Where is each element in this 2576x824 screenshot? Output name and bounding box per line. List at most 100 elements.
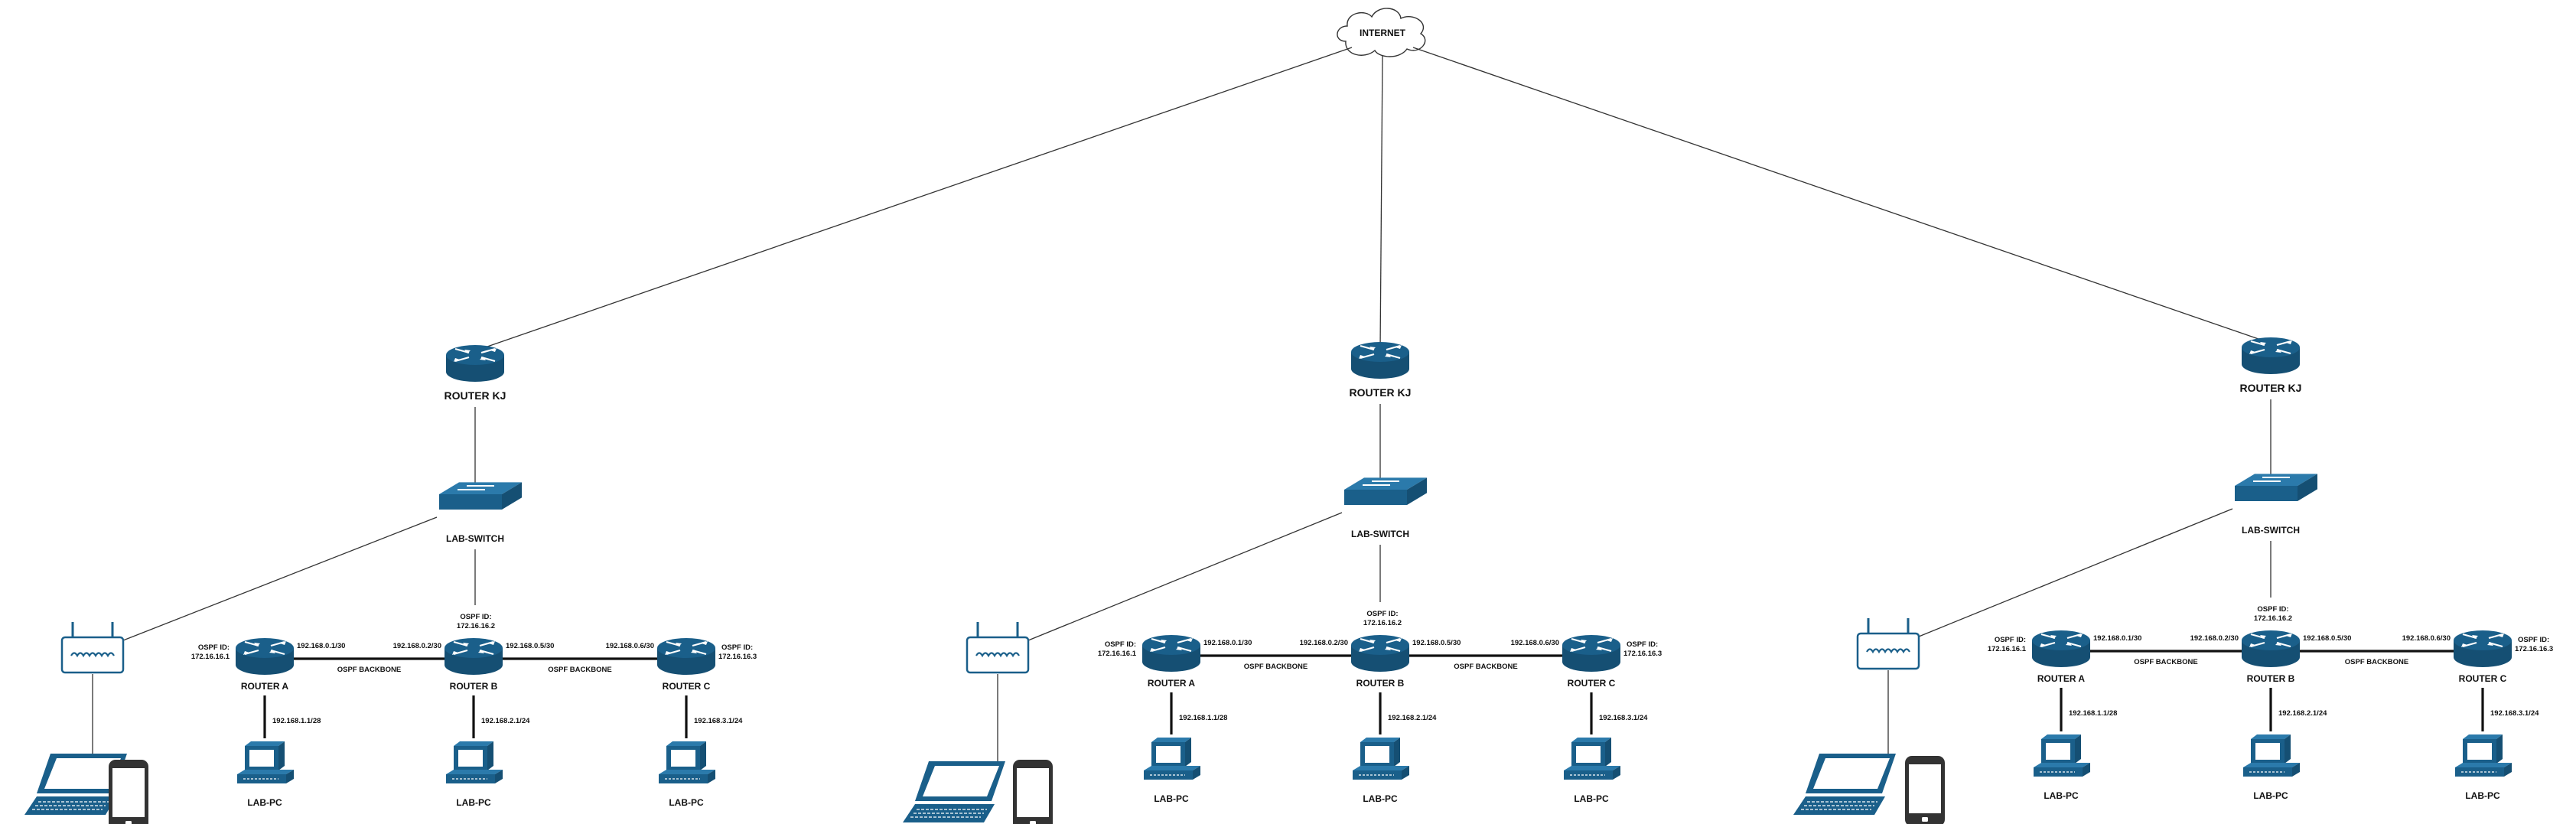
router-name-label: ROUTER A [1148,678,1196,689]
link-right-address: 192.168.0.2/30 [2190,634,2239,643]
switch-to-ap-link [1027,512,1343,641]
link-right-address: 192.168.0.6/30 [606,642,654,650]
laptop-icon [1793,754,1896,815]
router-icon [657,638,715,675]
lan-address-label: 192.168.2.1/24 [481,717,530,725]
router-c: ROUTER C OSPF ID:172.16.16.3 192.168.3.1/2… [657,638,757,808]
laptop-icon [24,754,127,815]
internet-to-router-kj-link [467,47,1353,354]
lab-pc-label: LAB-PC [247,797,282,808]
switch-icon [2235,474,2317,501]
internet-cloud: INTERNET [1337,8,1426,57]
smartphone-icon [1013,760,1053,824]
lab-switch-label: LAB-SWITCH [1351,529,1409,539]
ospf-id-value: 172.16.16.3 [718,653,757,661]
switch-icon [1344,477,1427,505]
router-icon [236,638,294,675]
link-left-address: 192.168.0.1/30 [2093,634,2141,643]
ospf-id-value: 172.16.16.3 [2515,645,2553,653]
link-left-address: 192.168.0.5/30 [506,642,554,650]
router-kj-label: ROUTER KJ [445,389,506,402]
lab-switch-label: LAB-SWITCH [2242,525,2300,536]
lan-address-label: 192.168.3.1/24 [694,717,743,725]
internet-to-router-kj-link [1379,54,1383,351]
desktop-pc-icon [237,741,294,783]
switch-icon [439,482,522,510]
lab-pc-label: LAB-PC [1363,793,1398,804]
link-right-address: 192.168.0.2/30 [1300,639,1348,647]
ospf-backbone-label: OSPF BACKBONE [1244,663,1308,671]
router-icon [1351,635,1409,672]
desktop-pc-icon [446,741,503,783]
lan-address-label: 192.168.3.1/24 [2490,709,2539,718]
ospf-id-label: OSPF ID: [2257,605,2288,614]
router-name-label: ROUTER A [2037,673,2086,684]
router-name-label: ROUTER B [2247,673,2295,684]
cloud-icon [1337,8,1426,57]
ospf-id-value: 172.16.16.3 [1623,650,1662,658]
lan-address-label: 192.168.1.1/28 [1179,714,1227,722]
lan-address-label: 192.168.3.1/24 [1599,714,1648,722]
lan-address-label: 192.168.1.1/28 [2069,709,2117,718]
ospf-id-value: 172.16.16.2 [1363,619,1402,627]
ospf-id-label: OSPF ID: [1105,640,1136,649]
router-icon [2454,630,2512,667]
ospf-id-value: 172.16.16.1 [1098,650,1137,658]
ospf-id-label: OSPF ID: [460,613,491,621]
link-right-address: 192.168.0.6/30 [2402,634,2451,643]
ospf-id-value: 172.16.16.2 [457,622,495,630]
ospf-id-value: 172.16.16.2 [2254,614,2292,623]
link-left-address: 192.168.0.5/30 [1412,639,1461,647]
desktop-pc-icon [659,741,715,783]
router-kj-label: ROUTER KJ [1350,386,1412,399]
router-name-label: ROUTER C [1568,678,1616,689]
lab-pc-label: LAB-PC [1574,793,1609,804]
router-icon [2032,630,2090,667]
link-left-address: 192.168.0.5/30 [2303,634,2351,643]
router-kj-label: ROUTER KJ [2240,382,2302,394]
ospf-backbone-label: OSPF BACKBONE [548,666,611,674]
lab-pc-label: LAB-PC [2044,790,2079,801]
link-left-address: 192.168.0.1/30 [297,642,345,650]
router-icon [446,345,504,382]
ospf-backbone-label: OSPF BACKBONE [2345,658,2408,666]
ospf-id-label: OSPF ID: [1995,636,2026,644]
link-right-address: 192.168.0.2/30 [393,642,441,650]
desktop-pc-icon [2243,734,2300,777]
lab-pc-label: LAB-PC [1154,793,1189,804]
router-icon [2242,337,2300,374]
lab-pc-label: LAB-PC [2465,790,2500,801]
router-icon [2242,630,2300,667]
router-name-label: ROUTER C [2459,673,2507,684]
desktop-pc-icon [1144,738,1200,780]
lab-switch-label: LAB-SWITCH [446,533,504,544]
router-name-label: ROUTER B [1356,678,1405,689]
ospf-id-label: OSPF ID: [721,643,753,652]
ospf-id-label: OSPF ID: [2518,636,2549,644]
ospf-id-label: OSPF ID: [1366,610,1398,618]
ospf-backbone-label: OSPF BACKBONE [337,666,401,674]
ospf-backbone-label: OSPF BACKBONE [1454,663,1517,671]
lab-pc-label: LAB-PC [669,797,704,808]
ospf-id-label: OSPF ID: [198,643,230,652]
wireless-ap-icon [966,622,1030,674]
router-a: ROUTER A OSPF ID:172.16.16.1 192.168.1.1/2… [1098,635,1227,804]
switch-to-ap-link [1918,508,2233,637]
ospf-id-label: OSPF ID: [1627,640,1658,649]
router-c: ROUTER C OSPF ID:172.16.16.3 192.168.3.1/2… [1562,635,1662,804]
desktop-pc-icon [1564,738,1620,780]
smartphone-icon [1905,756,1945,824]
wireless-ap-icon [1856,618,1920,670]
router-name-label: ROUTER C [663,681,711,692]
